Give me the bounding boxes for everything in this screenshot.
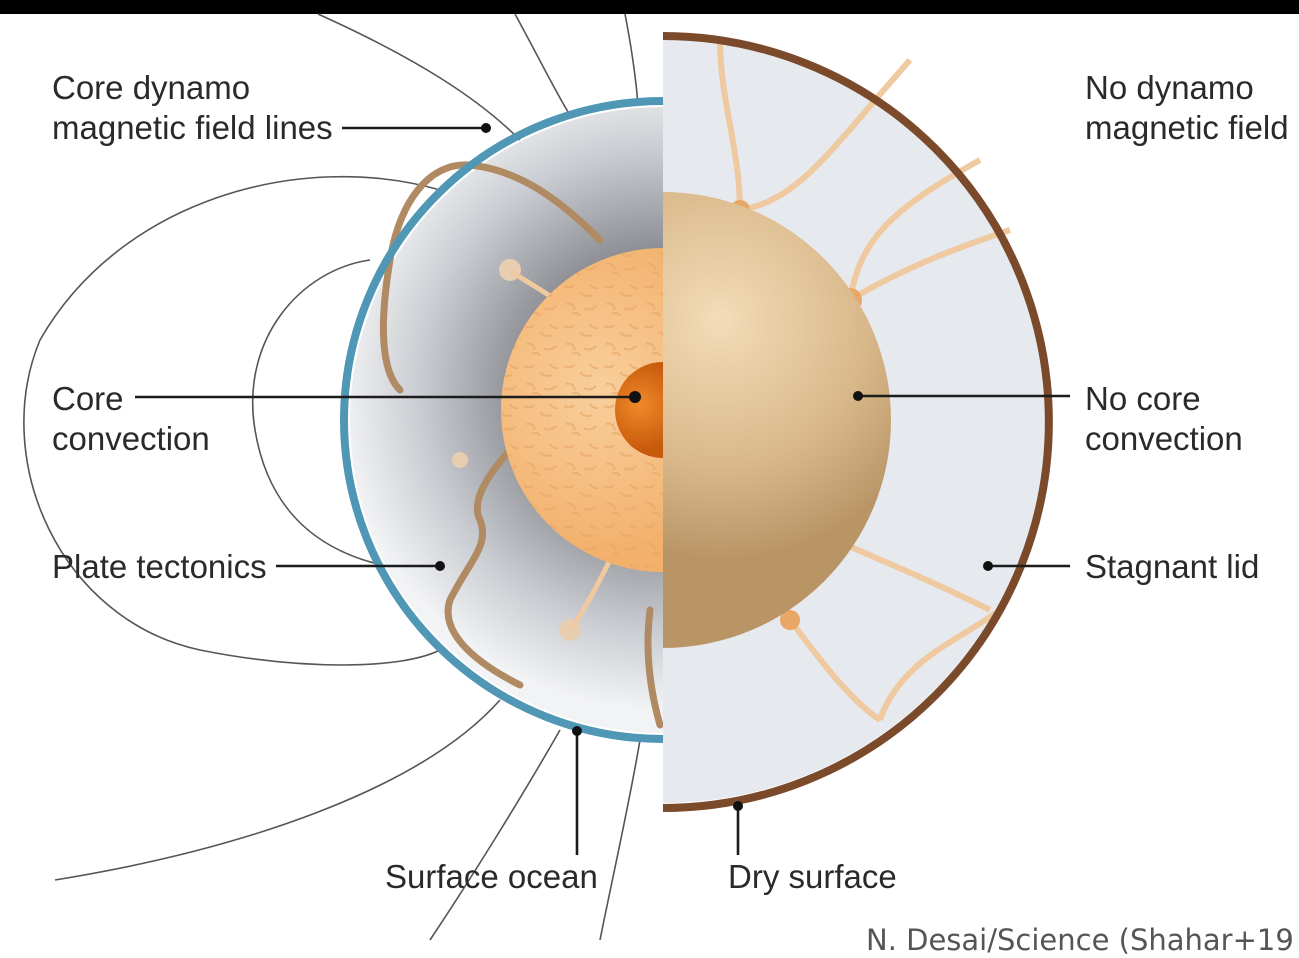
label-no-dynamo-line2: magnetic field <box>1085 109 1289 146</box>
label-surface-ocean-text: Surface ocean <box>385 858 598 895</box>
marker-surface-ocean <box>572 726 582 736</box>
label-plate-tectonics-text: Plate tectonics <box>52 548 267 585</box>
label-dry-surface-text: Dry surface <box>728 858 897 895</box>
label-no-core-convection-line1: No core <box>1085 380 1201 417</box>
label-core-convection-line1: Core <box>52 380 124 417</box>
marker-stagnant-lid <box>983 561 993 571</box>
label-no-dynamo-line1: No dynamo <box>1085 69 1254 106</box>
label-no-core-convection-line2: convection <box>1085 420 1243 457</box>
label-core-dynamo-line2: magnetic field lines <box>52 109 333 146</box>
marker-dry-surface <box>733 801 743 811</box>
marker-no-core-convection <box>853 391 863 401</box>
label-stagnant-lid-text: Stagnant lid <box>1085 548 1259 585</box>
marker-core-dynamo <box>481 123 491 133</box>
marker-plate-tectonics <box>435 561 445 571</box>
image-credit: N. Desai/Science (Shahar+19 <box>866 923 1294 957</box>
marker-core-convection <box>629 391 641 403</box>
label-core-dynamo-line1: Core dynamo <box>52 69 250 106</box>
label-core-convection-line2: convection <box>52 420 210 457</box>
